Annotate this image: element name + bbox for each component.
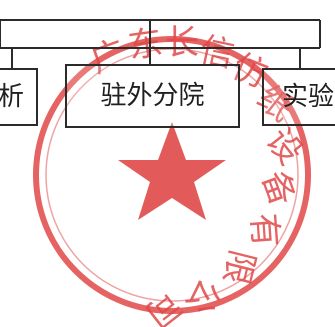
svg-text:有: 有 — [243, 212, 285, 249]
org-node-branch: 驻外分院 — [65, 64, 240, 128]
seal-star — [118, 122, 226, 220]
svg-text:司: 司 — [138, 283, 189, 327]
svg-text:设: 设 — [258, 121, 310, 172]
svg-text:长: 长 — [165, 23, 199, 63]
svg-text:东: 东 — [126, 23, 165, 67]
org-node-left: 析 — [0, 68, 38, 126]
org-node-left-label: 析 — [0, 82, 25, 112]
org-node-branch-label: 驻外分院 — [100, 81, 205, 111]
svg-text:限: 限 — [215, 246, 262, 289]
org-node-right-label: 实验 — [282, 82, 335, 112]
svg-text:备: 备 — [254, 165, 303, 211]
org-node-right: 实验 — [262, 68, 335, 126]
svg-text:公: 公 — [177, 272, 229, 321]
